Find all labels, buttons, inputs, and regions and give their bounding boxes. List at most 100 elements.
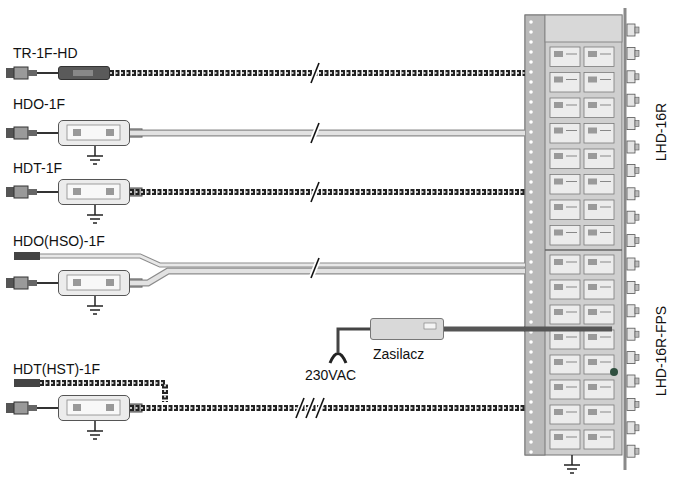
rack-hole [529,380,533,384]
channel-board [550,380,580,399]
ground-lead [94,205,96,215]
board-chip [588,409,597,415]
rack-hole [529,420,533,424]
power-supply: Zasilacz [370,318,444,340]
bnc-pin [635,191,639,197]
transmitter-box: HDT(HST)-1F [58,395,130,421]
rack-hole [529,30,533,34]
break-mark [311,63,319,83]
rack-hole [529,400,533,404]
housing-mark [106,129,114,136]
coax-cable [130,130,525,137]
bnc-tip [6,403,14,413]
bnc-collar [28,130,37,136]
channel-board [550,355,580,374]
rack-hole [529,340,533,344]
rack-hole [529,220,533,224]
board-trace [600,337,611,338]
housing-mark [73,279,81,286]
board-trace [566,232,577,233]
board-trace [600,130,611,131]
board-trace [566,387,577,388]
rack-hole [529,40,533,44]
ground-symbol [567,468,577,470]
rack-hole [529,130,533,134]
board-chip [588,230,597,236]
channel-board [550,405,580,424]
twist-highlight [130,407,525,409]
rack-hole [529,360,533,364]
bnc-lead [36,407,58,409]
rack-hole [529,170,533,174]
channel-board [584,124,614,144]
board-trace [566,337,577,338]
bnc-pin [635,331,639,337]
channel-board [584,280,614,299]
board-chip [588,309,597,315]
rack-hole [529,320,533,324]
break-mark [311,182,319,202]
board-chip [588,102,597,108]
channel-board [550,175,580,195]
power-lead-core [40,256,525,265]
tube-stripe [73,70,93,76]
rack-hole [529,150,533,154]
board-trace [600,287,611,288]
board-chip [554,384,563,390]
rack-hole [529,430,533,434]
rack-hole [529,140,533,144]
channel-board [550,47,580,67]
bnc-tip [6,187,14,197]
coax-cable [130,271,525,283]
rack-hole [529,90,533,94]
board-chip [554,179,563,185]
ground-symbol [93,438,97,440]
bnc-tip [6,128,14,138]
bnc-pin [635,144,639,150]
channel-board [584,149,614,169]
node-detail [371,319,443,339]
rack-hole [529,270,533,274]
board-chip [554,409,563,415]
board-trace [566,312,577,313]
board-chip [554,77,563,83]
rack-strip [525,15,545,455]
board-chip [588,204,597,210]
channel-board [550,124,580,144]
device-name: HDO-1F [13,96,65,112]
housing-mark [73,129,81,136]
board-trace [566,262,577,263]
break-mark [316,398,324,418]
board-chip [588,334,597,340]
channel-board [584,355,614,374]
mains-cable [338,329,370,352]
bnc-lead [36,191,58,193]
rack-hole [529,450,533,454]
channel-board [550,226,580,246]
board-trace [600,437,611,438]
device-name: TR-1F-HD [13,45,78,61]
cable-group [130,192,525,193]
bnc-socket [627,71,635,83]
coax-sheath [130,271,525,283]
bnc-socket [627,211,635,223]
board-chip [588,434,597,440]
board-chip [588,259,597,265]
channel-board [550,280,580,299]
rack-hole [529,200,533,204]
mounting-bar [624,8,627,470]
channel-board [584,226,614,246]
cable-group [444,329,525,330]
ground-symbol [93,163,97,165]
rack-hole [529,390,533,394]
channel-board [584,430,614,449]
rack-hole [529,300,533,304]
board-trace [566,412,577,413]
ground-lead [94,421,96,431]
node-detail [59,396,129,420]
ground-lead [94,296,96,306]
bnc-pin [635,50,639,56]
channel-board [584,380,614,399]
